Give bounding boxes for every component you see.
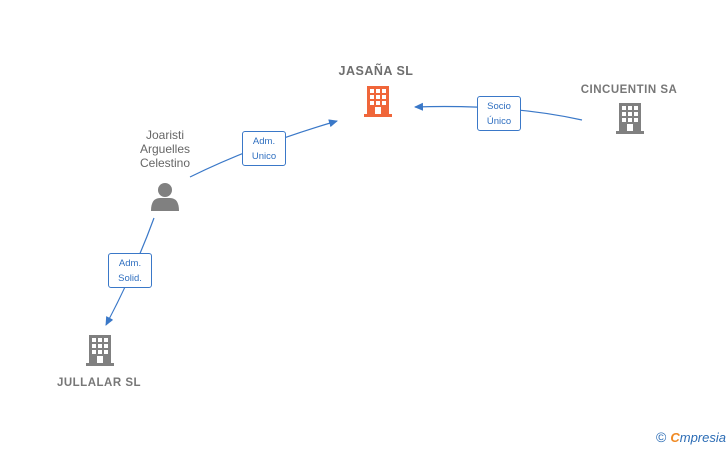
edge-label-socio-unico-line2: Único bbox=[486, 116, 512, 127]
joaristi-person-icon bbox=[151, 183, 179, 211]
joaristi-label[interactable]: Joaristi Arguelles Celestino bbox=[120, 128, 210, 170]
cincuentin-building-icon bbox=[616, 103, 644, 134]
joaristi-label-line1: Joaristi bbox=[145, 128, 184, 142]
empresia-logo-initial: C bbox=[670, 430, 680, 445]
empresia-logo-text: mpresia bbox=[679, 430, 726, 445]
edge-label-socio-unico-line1: Socio bbox=[487, 101, 511, 112]
edge-label-socio-unico: Socio Único bbox=[477, 96, 521, 131]
edge-label-adm-unico-line2: Unico bbox=[251, 151, 277, 162]
edge-label-adm-unico: Adm. Unico bbox=[242, 131, 286, 166]
jasana-label[interactable]: JASAÑA SL bbox=[338, 64, 414, 78]
empresia-footer[interactable]: ©Cmpresia bbox=[656, 429, 726, 445]
cincuentin-label[interactable]: CINCUENTIN SA bbox=[580, 84, 678, 96]
jullalar-building-icon bbox=[86, 335, 114, 366]
jasana-building-icon bbox=[364, 86, 392, 117]
jullalar-label[interactable]: JULLALAR SL bbox=[56, 377, 142, 389]
edge-label-adm-solid: Adm. Solid. bbox=[108, 253, 152, 288]
joaristi-label-line3: Celestino bbox=[139, 156, 191, 170]
edge-label-adm-solid-line2: Solid. bbox=[118, 273, 142, 284]
joaristi-label-line2: Arguelles bbox=[139, 142, 191, 156]
edge-label-adm-unico-line1: Adm. bbox=[252, 136, 276, 147]
edge-label-adm-solid-line1: Adm. bbox=[118, 258, 142, 269]
copyright-symbol: © bbox=[656, 429, 667, 445]
